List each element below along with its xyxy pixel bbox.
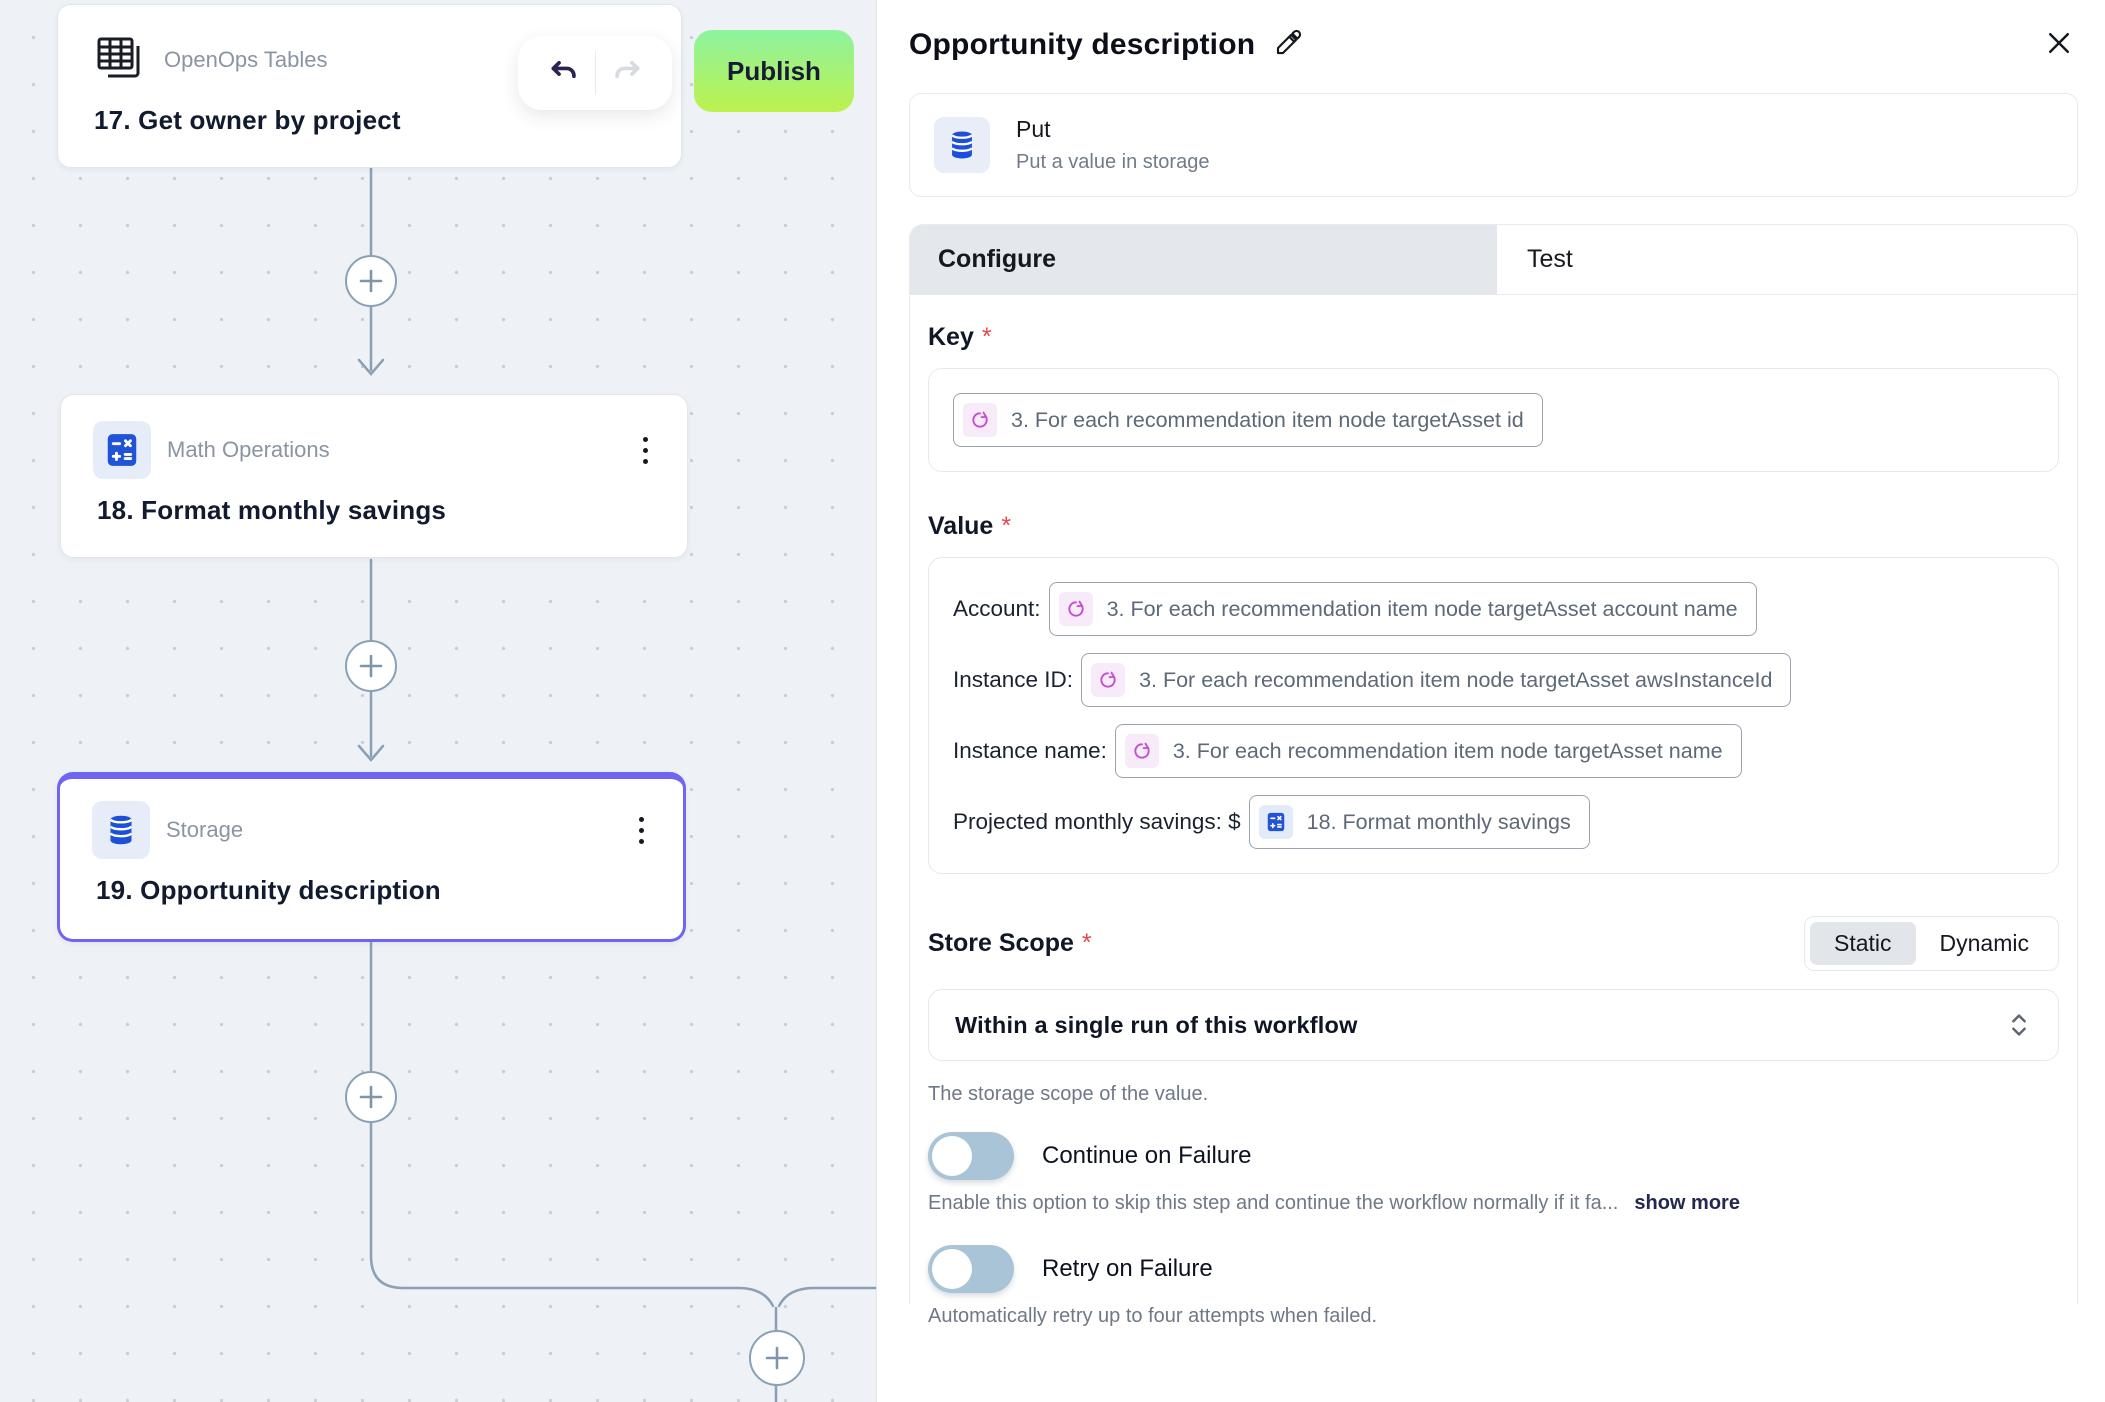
publish-button[interactable]: Publish	[694, 30, 854, 112]
redo-icon	[610, 55, 644, 92]
token-text: 18. Format monthly savings	[1306, 809, 1571, 834]
value-input[interactable]: Account: 3. For each recommendation item…	[928, 557, 2059, 874]
close-icon	[2044, 28, 2074, 61]
value-row-account: Account: 3. For each recommendation item…	[953, 582, 2034, 636]
workflow-canvas[interactable]: OpenOps Tables 17. Get owner by project	[0, 0, 876, 1402]
action-name: Put	[1016, 116, 1051, 142]
node-app-name: OpenOps Tables	[164, 47, 328, 72]
loop-icon	[1124, 734, 1159, 768]
loop-icon	[1091, 663, 1126, 697]
value-row-projected-savings: Projected monthly savings: $	[953, 795, 2034, 849]
configure-form: Key* 3. For each recommendation item nod…	[910, 323, 2077, 1358]
calculator-icon	[93, 421, 151, 479]
calculator-icon	[1258, 805, 1293, 839]
token-text: 3. For each recommendation item node tar…	[1139, 667, 1773, 692]
panel-title: Opportunity description	[909, 27, 1256, 61]
value-field-label: Value*	[928, 512, 1012, 540]
store-scope-mode-switch: Static Dynamic	[1804, 916, 2059, 971]
database-icon	[92, 801, 150, 859]
key-token[interactable]: 3. For each recommendation item node tar…	[953, 393, 1543, 447]
workflow-node-18[interactable]: Math Operations 18. Format monthly savin…	[60, 394, 688, 558]
add-step-button[interactable]	[345, 640, 397, 692]
key-input[interactable]: 3. For each recommendation item node tar…	[928, 368, 2059, 472]
value-token[interactable]: 3. For each recommendation item node tar…	[1114, 724, 1742, 778]
loop-icon	[1058, 592, 1093, 626]
store-scope-helper: The storage scope of the value.	[928, 1083, 1209, 1105]
loop-icon	[963, 403, 997, 437]
retry-on-failure-helper: Automatically retry up to four attempts …	[928, 1305, 1378, 1327]
tab-configure[interactable]: Configure	[910, 225, 1497, 294]
node-app-name: Storage	[166, 817, 244, 842]
workflow-connectors	[357, 166, 876, 1402]
tables-icon	[90, 31, 148, 89]
node-menu-button[interactable]	[627, 425, 663, 475]
node-menu-button[interactable]	[623, 805, 659, 855]
token-text: 3. For each recommendation item node tar…	[1106, 596, 1738, 621]
settings-section: Configure Test Key* 3. For each re	[909, 224, 2078, 1327]
store-scope-row: Store Scope* Static Dynamic	[928, 916, 2059, 971]
add-step-button[interactable]	[345, 255, 397, 307]
retry-on-failure-label: Retry on Failure	[1042, 1255, 1213, 1282]
continue-on-failure-label: Continue on Failure	[1042, 1142, 1252, 1169]
redo-button[interactable]	[596, 43, 658, 103]
add-step-button[interactable]	[749, 1330, 805, 1386]
node-step-title: 17. Get owner by project	[94, 105, 401, 135]
value-token[interactable]: 3. For each recommendation item node tar…	[1081, 653, 1792, 707]
close-panel-button[interactable]	[2040, 24, 2078, 65]
continue-on-failure-toggle[interactable]	[928, 1132, 1014, 1180]
store-scope-select[interactable]: Within a single run of this workflow	[928, 989, 2059, 1061]
value-row-instance-name: Instance name: 3. For each recommendatio…	[953, 724, 2034, 778]
value-row-label: Instance ID:	[953, 667, 1074, 692]
store-scope-selected-value: Within a single run of this workflow	[955, 1011, 1358, 1038]
database-icon	[934, 117, 990, 173]
value-token[interactable]: 18. Format monthly savings	[1248, 795, 1590, 849]
tab-test[interactable]: Test	[1527, 245, 1573, 273]
node-app-name: Math Operations	[167, 437, 330, 462]
key-field-label: Key*	[928, 323, 992, 351]
continue-on-failure-helper: Enable this option to skip this step and…	[928, 1192, 1740, 1214]
dynamic-option[interactable]: Dynamic	[1916, 922, 2053, 965]
value-row-instance-id: Instance ID: 3. For each recommendation …	[953, 653, 2034, 707]
show-more-button[interactable]: show more	[1634, 1192, 1740, 1214]
continue-on-failure-row: Continue on Failure	[928, 1132, 2059, 1180]
toolbar-divider	[594, 51, 596, 95]
undo-button[interactable]	[533, 43, 595, 103]
token-text: 3. For each recommendation item node tar…	[1172, 738, 1723, 763]
action-description: Put a value in storage	[1016, 151, 1210, 173]
required-marker: *	[981, 323, 992, 351]
undo-icon	[547, 55, 581, 92]
required-marker: *	[1001, 512, 1012, 540]
value-token[interactable]: 3. For each recommendation item node tar…	[1048, 582, 1757, 636]
retry-on-failure-row: Retry on Failure	[928, 1245, 2059, 1293]
panel-tabs: Configure Test	[910, 225, 2077, 295]
rename-step-button[interactable]	[1273, 28, 1303, 61]
canvas-history-toolbar	[518, 36, 672, 110]
chevron-up-down-icon	[2006, 1010, 2032, 1040]
panel-header: Opportunity description	[909, 24, 2078, 65]
node-step-title: 19. Opportunity description	[96, 875, 441, 905]
value-row-label: Projected monthly savings: $	[953, 809, 1241, 834]
required-marker: *	[1081, 929, 1092, 957]
pencil-icon	[1273, 28, 1303, 61]
value-row-label: Account:	[953, 596, 1041, 621]
add-step-button[interactable]	[345, 1071, 397, 1123]
step-settings-panel: Opportunity description	[876, 0, 2105, 1402]
store-scope-label: Store Scope*	[928, 929, 1092, 957]
action-summary-card: Put Put a value in storage	[909, 93, 2078, 197]
token-text: 3. For each recommendation item node tar…	[1011, 407, 1524, 432]
value-row-label: Instance name:	[953, 738, 1107, 763]
retry-on-failure-toggle[interactable]	[928, 1245, 1014, 1293]
static-option[interactable]: Static	[1810, 922, 1916, 965]
workflow-node-19[interactable]: Storage 19. Opportunity description	[57, 772, 686, 942]
node-step-title: 18. Format monthly savings	[97, 495, 447, 525]
